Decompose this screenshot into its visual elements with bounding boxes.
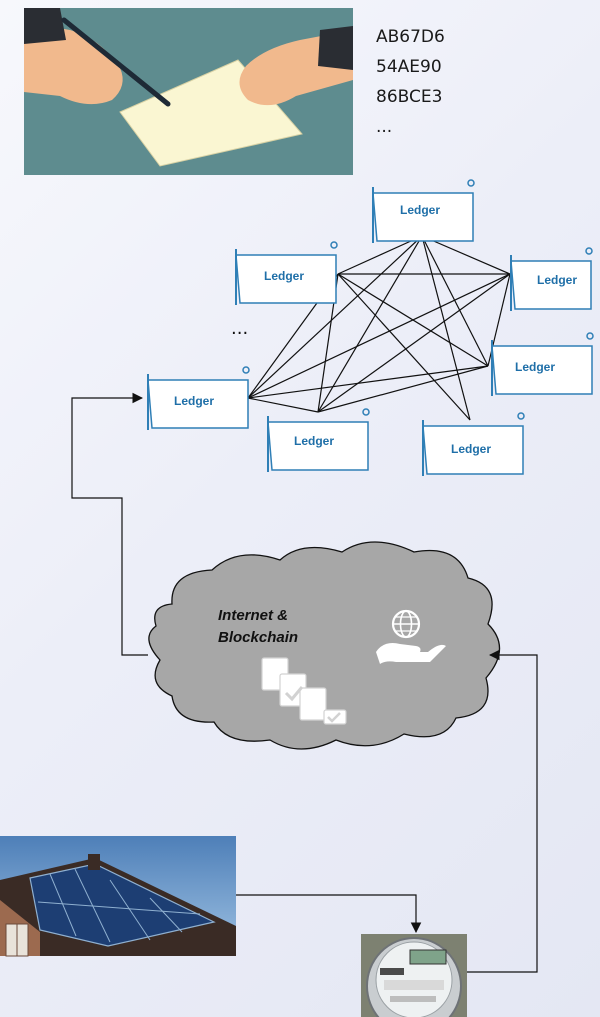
ledger-scroll: Ledger: [267, 408, 370, 472]
ledger-scroll: Ledger: [372, 179, 475, 243]
ledger-label: Ledger: [174, 394, 214, 408]
cloud-to-ledger-arrow: [71, 392, 148, 656]
cloud-label-line2: Blockchain: [218, 629, 299, 646]
ledger-label: Ledger: [294, 434, 334, 448]
ledger-scroll: Ledger: [510, 247, 593, 311]
ledger-label: Ledger: [451, 442, 491, 456]
ledger-scroll: Ledger: [235, 241, 338, 305]
internet-blockchain-cloud: [148, 541, 501, 750]
ledger-network-lines: [247, 235, 511, 421]
hash-list: AB67D6 54AE90 86BCE3 ...: [376, 22, 445, 142]
cloud-label-line1: Internet &: [218, 607, 289, 624]
electric-meter-image: [361, 934, 467, 1017]
more-ledgers-ellipsis: ...: [231, 318, 249, 339]
hash-item: 86BCE3: [376, 87, 443, 107]
ledger-scroll: Ledger: [147, 366, 250, 430]
globe-in-hand-icon: [376, 609, 446, 664]
ledger-label: Ledger: [400, 203, 440, 217]
ledger-label: Ledger: [537, 273, 577, 287]
checklist-documents-icon: [261, 657, 347, 725]
solar-panel-roof-image: [0, 836, 236, 957]
solar-to-meter-arrow: [236, 894, 422, 934]
ledger-scroll: Ledger: [491, 332, 594, 396]
ledger-label: Ledger: [264, 269, 304, 283]
signing-contract-image: [24, 8, 353, 175]
hash-item: AB67D6: [376, 27, 445, 47]
ledger-scroll: Ledger: [422, 412, 525, 476]
cloud-label: Internet & Blockchain: [218, 605, 298, 649]
hash-item: ...: [376, 117, 393, 137]
meter-to-cloud-arrow: [467, 649, 538, 973]
hash-item: 54AE90: [376, 57, 442, 77]
ledger-label: Ledger: [515, 360, 555, 374]
